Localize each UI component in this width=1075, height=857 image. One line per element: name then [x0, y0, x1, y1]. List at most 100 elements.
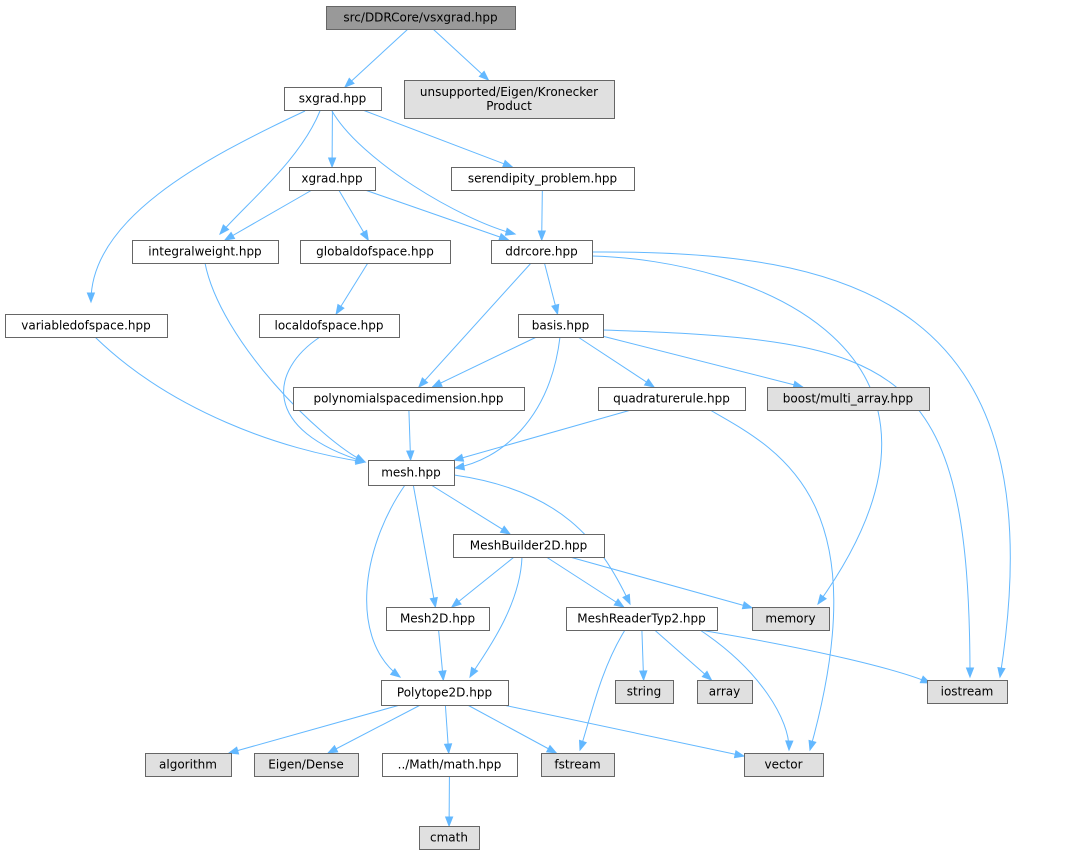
edge-mesh-to-meshbuilder: [430, 484, 512, 535]
edge-arrowhead: [551, 303, 560, 316]
node-memory: memory: [752, 607, 830, 631]
edge-basis-to-quadrature: [577, 336, 656, 388]
edge-line: [467, 704, 557, 754]
edge-sxgrad-to-variabledofspace: [86, 110, 306, 304]
node-box: [254, 753, 359, 777]
edge-line: [94, 336, 366, 463]
edge-arrowhead: [741, 601, 754, 610]
node-mesh[interactable]: mesh.hpp: [368, 460, 455, 486]
edge-arrowhead: [227, 746, 240, 755]
node-quadrature[interactable]: quadraturerule.hpp: [598, 387, 746, 411]
edge-line: [577, 336, 655, 388]
edge-arrowhead: [443, 743, 453, 755]
edge-line: [591, 251, 1011, 678]
edge-meshbuilder-to-polytope: [469, 556, 523, 679]
edge-sxgrad-to-xgrad: [327, 109, 337, 169]
edge-polydim-to-mesh: [406, 409, 415, 462]
node-serendipity[interactable]: serendipity_problem.hpp: [451, 167, 635, 191]
node-basis[interactable]: basis.hpp: [518, 314, 604, 338]
node-label: cmath: [430, 831, 468, 845]
edge-xgrad-to-ddrcore: [364, 189, 510, 241]
edge-arrowhead: [501, 159, 514, 168]
node-label: globaldofspace.hpp: [316, 245, 434, 259]
edge-line: [432, 28, 489, 81]
edge-arrowhead: [537, 230, 547, 242]
node-algorithm: algorithm: [145, 753, 232, 777]
node-mesh2d[interactable]: Mesh2D.hpp: [386, 607, 490, 631]
edge-arrowhead: [808, 739, 817, 752]
node-label: variabledofspace.hpp: [21, 319, 150, 333]
node-box: [615, 680, 674, 704]
node-label: unsupported/Eigen/Kronecker: [420, 85, 598, 99]
node-label: serendipity_problem.hpp: [468, 172, 617, 186]
edge-arrowhead: [444, 816, 454, 828]
edge-line: [344, 28, 409, 88]
node-mathhpp[interactable]: ../Math/math.hpp: [382, 753, 518, 777]
edge-line: [412, 484, 436, 608]
edge-arrowhead: [86, 292, 96, 304]
node-box: [697, 680, 753, 704]
edge-polytope-to-eigendense: [326, 704, 421, 754]
node-globaldofspace[interactable]: globaldofspace.hpp: [300, 240, 451, 264]
edge-basis-to-multiarray: [602, 335, 805, 389]
node-meshbuilder[interactable]: MeshBuilder2D.hpp: [453, 534, 605, 558]
node-label: quadraturerule.hpp: [613, 392, 730, 406]
edge-basis-to-mesh: [453, 336, 561, 471]
node-meshreader[interactable]: MeshReaderTyp2.hpp: [566, 607, 718, 631]
edge-mesh-to-mesh2d: [412, 484, 438, 609]
node-box: [381, 680, 509, 706]
node-label: Mesh2D.hpp: [400, 612, 475, 626]
node-box: [404, 80, 615, 119]
edge-sxgrad-to-integralweight: [219, 110, 321, 236]
node-integralweight[interactable]: integralweight.hpp: [132, 240, 279, 264]
node-label: vector: [764, 758, 802, 772]
edge-polytope-to-algorithm: [227, 704, 401, 755]
node-multiarray: boost/multi_array.hpp: [767, 387, 930, 411]
node-ddrcore[interactable]: ddrcore.hpp: [491, 240, 593, 264]
edge-line: [90, 110, 306, 303]
edge-ddrcore-to-memory: [591, 255, 883, 606]
edge-mesh2d-to-polytope: [438, 629, 447, 682]
node-label: MeshBuilder2D.hpp: [470, 539, 588, 553]
edge-vsxgrad-to-kronecker: [432, 28, 490, 81]
edge-variabledofspace-to-mesh: [94, 336, 367, 465]
edge-arrowhead: [355, 456, 367, 465]
node-label: Polytope2D.hpp: [397, 686, 492, 700]
node-array: array: [697, 680, 753, 704]
edge-line: [327, 704, 421, 754]
edge-line: [366, 484, 406, 678]
edge-line: [331, 110, 516, 235]
node-polydim[interactable]: polynomialspacedimension.hpp: [293, 387, 525, 411]
node-variabledofspace[interactable]: variabledofspace.hpp: [5, 314, 168, 338]
edge-arrowhead: [701, 670, 713, 681]
edge-line: [602, 335, 803, 388]
node-sxgrad[interactable]: sxgrad.hpp: [284, 87, 382, 111]
node-localdofspace[interactable]: localdofspace.hpp: [259, 314, 400, 338]
edge-sxgrad-to-ddrcore: [331, 110, 517, 236]
edge-meshbuilder-to-meshreader: [546, 556, 625, 608]
edge-line: [654, 629, 712, 681]
node-label: ddrcore.hpp: [505, 245, 578, 259]
edge-serendipity-to-ddrcore: [537, 189, 547, 242]
edge-arrowhead: [438, 670, 447, 682]
edge-basis-to-polydim: [431, 336, 537, 388]
edge-arrowhead: [453, 462, 466, 471]
edge-line: [699, 629, 931, 684]
edge-mesh-to-meshreader: [453, 474, 631, 606]
edge-polytope-to-fstream: [467, 704, 558, 754]
edge-meshreader-to-string: [639, 629, 648, 682]
edge-line: [569, 556, 753, 609]
node-box: [451, 167, 635, 191]
node-box: [145, 753, 232, 777]
node-box: [132, 240, 279, 264]
node-box: [284, 87, 382, 111]
node-label: sxgrad.hpp: [299, 92, 367, 106]
node-label: iostream: [941, 685, 994, 699]
node-xgrad[interactable]: xgrad.hpp: [289, 167, 376, 191]
node-label: MeshReaderTyp2.hpp: [577, 612, 706, 626]
edges-layer: [86, 28, 1011, 828]
node-polytope[interactable]: Polytope2D.hpp: [381, 680, 509, 706]
edge-arrowhead: [965, 667, 975, 679]
